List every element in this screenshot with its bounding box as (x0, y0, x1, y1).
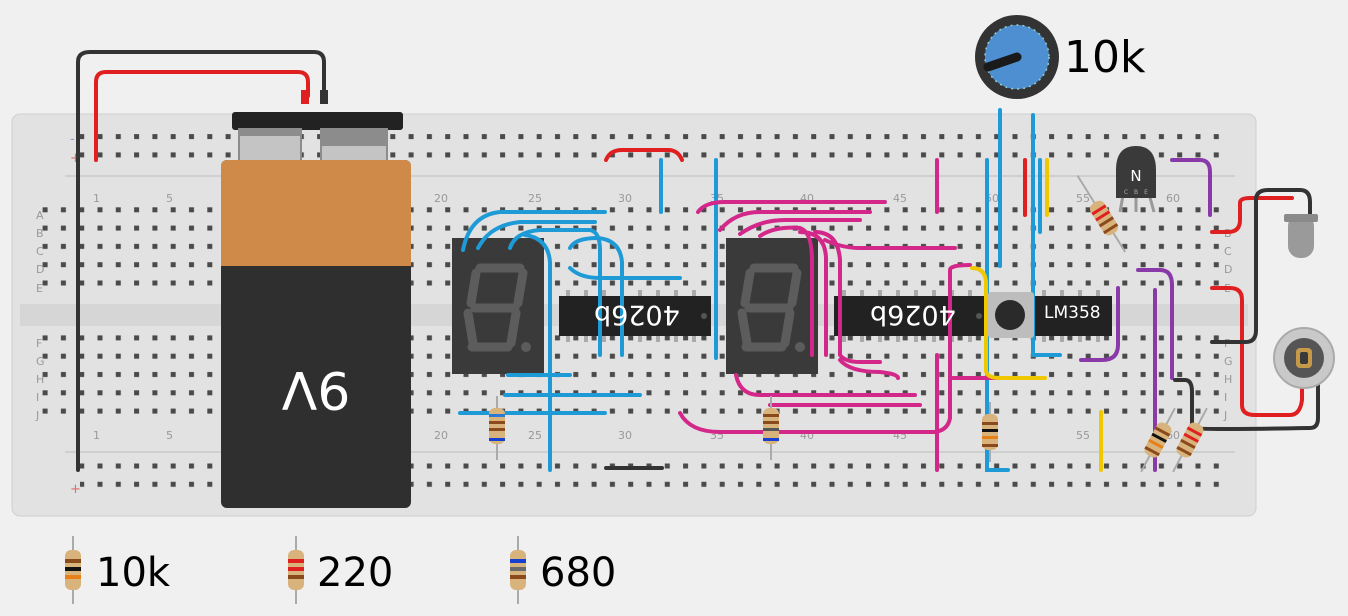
col-label: 5 (166, 192, 173, 205)
chip-4026b-1[interactable] (559, 290, 711, 342)
legend-label-220: 220 (317, 550, 394, 596)
battery-label: 9V (281, 359, 350, 419)
transistor-pin: C (1124, 189, 1128, 196)
row-label: B (36, 227, 44, 240)
row-label: C (1224, 245, 1232, 258)
row-label: A (36, 209, 44, 222)
transistor-label: N (1130, 167, 1141, 185)
wires-magenta[interactable] (678, 158, 1032, 472)
chip-4026b-2[interactable] (834, 290, 986, 342)
legend-band (510, 559, 526, 563)
transistor-pin: E (1144, 189, 1148, 196)
chip-lm358[interactable] (1034, 290, 1112, 342)
col-label: 30 (618, 192, 632, 205)
legend-resistor-10k (65, 536, 81, 604)
legend-band (510, 567, 526, 571)
chip-label-4026b-2: 4026b (870, 299, 956, 330)
chip-label-4026b-1: 4026b (594, 299, 680, 330)
legend-band (288, 567, 304, 571)
battery-9v[interactable]: 9V (221, 90, 411, 508)
legend-band (288, 559, 304, 563)
legend-resistor-680 (510, 536, 526, 604)
transistor-npn[interactable]: N C B E (1116, 146, 1156, 213)
row-label: I (36, 391, 39, 404)
legend-band (288, 575, 304, 579)
col-label: 20 (434, 192, 448, 205)
col-label: 25 (528, 429, 542, 442)
rail-signs: - + + (70, 132, 81, 497)
row-label: I (1224, 391, 1227, 404)
legend-band (510, 575, 526, 579)
resistor (982, 402, 998, 462)
pushbutton[interactable] (988, 292, 1034, 338)
col-label: 45 (893, 192, 907, 205)
col-label: 1 (93, 429, 100, 442)
row-label: H (1224, 373, 1232, 386)
row-label: E (36, 282, 43, 295)
potentiometer-label: 10k (1064, 32, 1146, 83)
rail-sign: + (70, 482, 81, 497)
chip-label-lm358: LM358 (1044, 303, 1101, 323)
row-label: J (35, 409, 39, 422)
resistor (1172, 407, 1208, 473)
resistor (1140, 407, 1176, 473)
legend-label-10k: 10k (96, 550, 171, 596)
row-label: H (36, 373, 44, 386)
resistors-on-board[interactable] (489, 171, 1214, 475)
col-label: 55 (1076, 192, 1090, 205)
col-label: 5 (166, 429, 173, 442)
led[interactable] (1284, 214, 1318, 258)
col-label: 20 (434, 429, 448, 442)
transistor-pin: B (1134, 189, 1138, 196)
rail-sign: - (70, 132, 75, 147)
row-label: G (36, 355, 45, 368)
col-label: 60 (1166, 192, 1180, 205)
wires-misc[interactable] (76, 50, 1320, 472)
row-label: F (36, 337, 42, 350)
row-label: C (36, 245, 44, 258)
col-label: 30 (618, 429, 632, 442)
legend-resistor-220 (288, 536, 304, 604)
col-label: 1 (93, 192, 100, 205)
row-label: D (1224, 263, 1232, 276)
col-label: 25 (528, 192, 542, 205)
row-label: J (1223, 409, 1227, 422)
wires-blue[interactable] (458, 108, 1062, 472)
legend-band (65, 567, 81, 571)
resistor (489, 396, 505, 460)
seven-segment-display-2[interactable] (726, 238, 818, 374)
potentiometer[interactable]: 10k (975, 15, 1146, 99)
seven-segment-display-1[interactable] (452, 238, 544, 374)
resistor (1076, 175, 1127, 253)
legend-band (65, 559, 81, 563)
resistor (763, 396, 779, 460)
legend-band (65, 575, 81, 579)
rail-sign: + (70, 151, 81, 166)
row-label: D (36, 263, 44, 276)
legend-label-680: 680 (540, 550, 617, 596)
photoresistor[interactable] (1273, 327, 1335, 389)
row-label: G (1224, 355, 1233, 368)
col-label: 55 (1076, 429, 1090, 442)
